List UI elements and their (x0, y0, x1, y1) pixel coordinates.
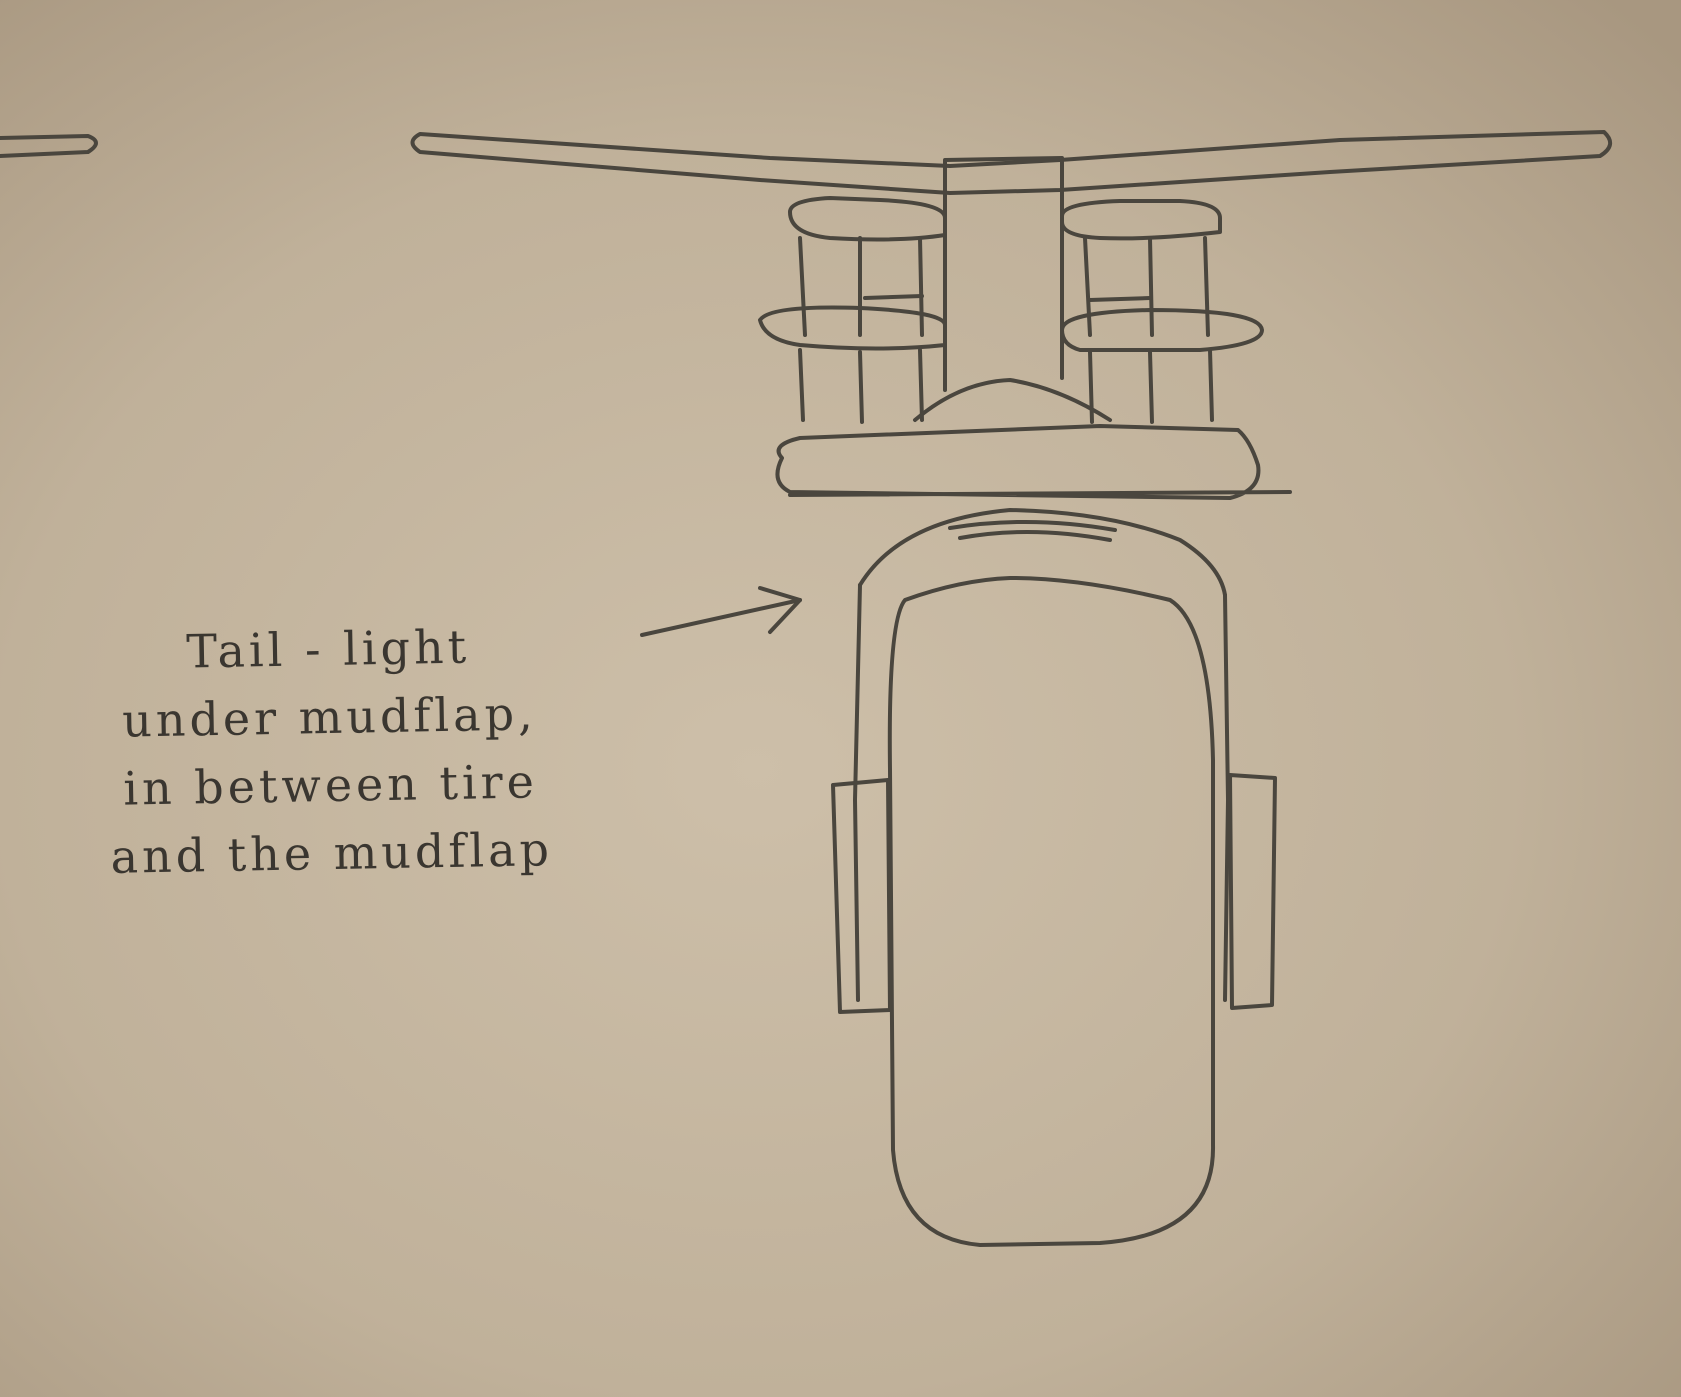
annotation-text: Tail - light under mudflap, in between t… (18, 610, 643, 893)
annotation-line-1: Tail - light (18, 610, 639, 689)
annotation-line-3: in between tire (20, 746, 641, 825)
annotation-line-4: and the mudflap (21, 814, 642, 893)
annotation-line-2: under mudflap, (19, 678, 640, 757)
